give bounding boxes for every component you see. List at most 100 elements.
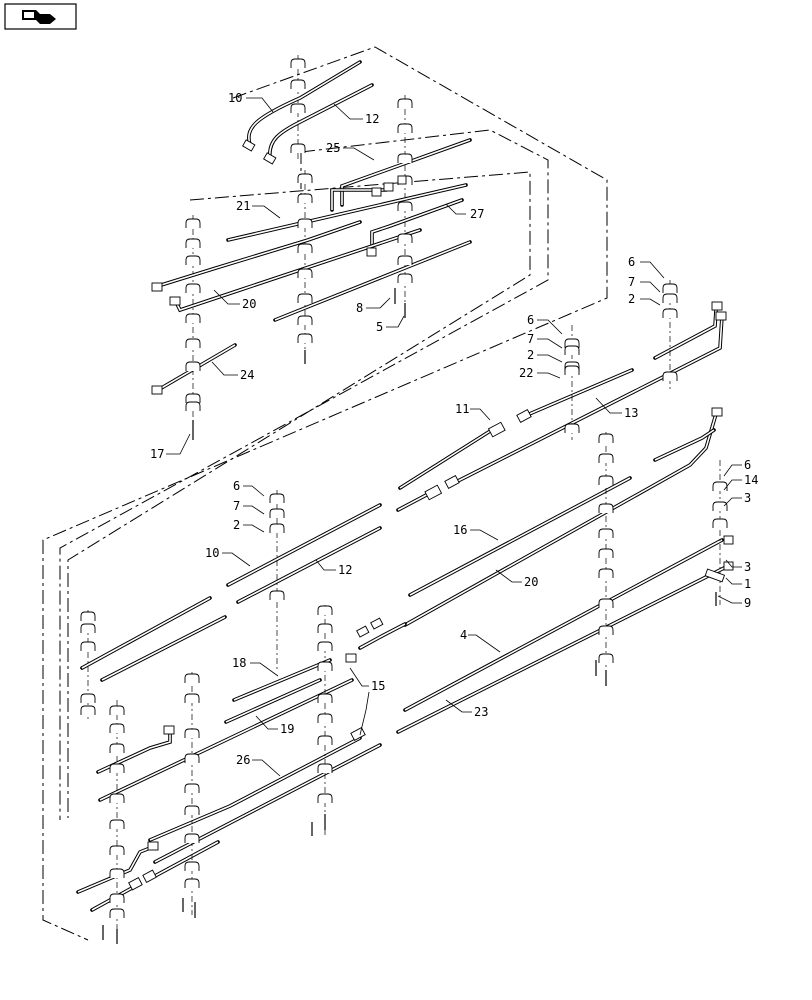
clamp-bracket [269, 508, 285, 518]
clamp-bracket [185, 338, 201, 348]
callout-19: 19 [280, 722, 294, 736]
clamp-bracket [290, 143, 306, 153]
clamp-bracket [564, 345, 580, 355]
clamp-bracket [109, 723, 125, 733]
callout-6-right: 6 [744, 458, 751, 472]
clamp-bracket [662, 371, 678, 381]
clamp-bracket [80, 693, 96, 703]
clamp-bracket [317, 713, 333, 723]
clamp-bracket [184, 673, 200, 683]
clamp-bracket [185, 255, 201, 265]
clamp-bracket [397, 98, 413, 108]
clamp-bracket [317, 735, 333, 745]
clamp-bracket [297, 268, 313, 278]
fittings [128, 139, 734, 891]
clamp-bracket [109, 743, 125, 753]
clamp-bracket [109, 893, 125, 903]
clamp-bracket [317, 641, 333, 651]
clamp-bracket [564, 423, 580, 433]
clamp-bracket [317, 693, 333, 703]
clamp-bracket [109, 868, 125, 878]
clamp-bracket [80, 641, 96, 651]
clamp-bracket [317, 605, 333, 615]
tubes [76, 60, 730, 912]
clamp-bracket [80, 623, 96, 633]
clamp-bracket [185, 238, 201, 248]
callout-5: 5 [376, 320, 383, 334]
clamp-bracket [185, 313, 201, 323]
callout-11: 11 [455, 402, 469, 416]
clamp-bracket [109, 705, 125, 715]
leader-lines [166, 97, 742, 777]
clamp-glyphs [80, 58, 728, 918]
clamp-bracket [598, 453, 614, 463]
callout-6-mid: 6 [527, 313, 534, 327]
callout-26: 26 [236, 753, 250, 767]
clamp-bracket [564, 365, 580, 375]
clamp-bracket [184, 753, 200, 763]
clamp-bracket [185, 393, 201, 403]
clamp-bracket [184, 783, 200, 793]
clamp-bracket [185, 361, 201, 371]
clamp-bracket [297, 193, 313, 203]
callout-10-lower: 10 [205, 546, 219, 560]
callout-10-upper: 10 [228, 91, 242, 105]
bolts [102, 288, 717, 944]
clamp-bracket [184, 861, 200, 871]
clamp-bracket [80, 611, 96, 621]
clamp-bracket [317, 623, 333, 633]
callout-9: 9 [744, 596, 751, 610]
callout-17: 17 [150, 447, 164, 461]
clamp-bracket [184, 693, 200, 703]
clamp-bracket [662, 308, 678, 318]
clamp-bracket [290, 58, 306, 68]
callout-14: 14 [744, 473, 758, 487]
clamp-bracket [269, 523, 285, 533]
callout-23: 23 [474, 705, 488, 719]
clamp-bracket [712, 501, 728, 511]
callout-labels: 10 12 25 21 27 20 8 5 24 17 6 7 2 6 7 2 … [150, 91, 758, 767]
callout-7-mid: 7 [527, 332, 534, 346]
clamp-bracket [598, 598, 614, 608]
callout-24: 24 [240, 368, 254, 382]
callout-7-top-right: 7 [628, 275, 635, 289]
clamp-bracket [109, 845, 125, 855]
clamp-bracket [297, 333, 313, 343]
clamp-bracket [598, 433, 614, 443]
callout-4: 4 [460, 628, 467, 642]
clamp-bracket [397, 255, 413, 265]
clamp-bracket [397, 273, 413, 283]
clamp-bracket [397, 233, 413, 243]
clamp-bracket [290, 103, 306, 113]
callout-25: 25 [326, 141, 340, 155]
clamp-bracket [598, 568, 614, 578]
callout-20-upper: 20 [242, 297, 256, 311]
callout-21: 21 [236, 199, 250, 213]
clamp-bracket [109, 793, 125, 803]
clamp-bracket [397, 153, 413, 163]
clamp-bracket [185, 401, 201, 411]
callout-18: 18 [232, 656, 246, 670]
clamp-bracket [598, 503, 614, 513]
callout-3-lower: 3 [744, 560, 751, 574]
clamp-bracket [712, 518, 728, 528]
clamp-bracket [662, 283, 678, 293]
clamp-bracket [297, 173, 313, 183]
callout-6-top-right: 6 [628, 255, 635, 269]
callout-6-left: 6 [233, 479, 240, 493]
clamp-bracket [317, 661, 333, 671]
callout-16: 16 [453, 523, 467, 537]
callout-2-mid: 2 [527, 348, 534, 362]
clamp-bracket [290, 79, 306, 89]
clamp-bracket [184, 805, 200, 815]
clamp-bracket [598, 625, 614, 635]
callout-7-left: 7 [233, 499, 240, 513]
callout-12-upper: 12 [365, 112, 379, 126]
clamp-stacks-lower [87, 280, 721, 940]
callout-1: 1 [744, 577, 751, 591]
clamp-bracket [269, 590, 285, 600]
callout-2-top-right: 2 [628, 292, 635, 306]
back-arrow-icon[interactable] [4, 3, 77, 30]
clamp-bracket [297, 243, 313, 253]
clamp-bracket [184, 833, 200, 843]
